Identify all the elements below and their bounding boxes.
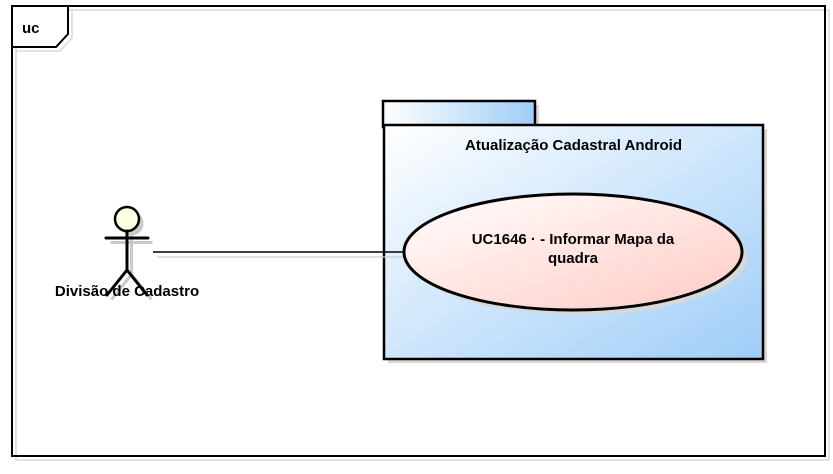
actor-right-leg-line [125, 268, 149, 297]
frame-shadow [15, 9, 830, 461]
usecase-label: UC1646 · - Informar Mapa da quadra [404, 230, 742, 268]
frame-type-label: uc [22, 20, 40, 37]
frame-tab [11, 5, 69, 48]
actor-icon [104, 205, 150, 297]
actor-left-leg-line [105, 268, 129, 297]
package-tab [381, 99, 537, 129]
actor-label: Divisão de Cadastro [54, 283, 200, 300]
usecase-ellipse [402, 192, 744, 312]
actor-head-icon [113, 205, 141, 233]
usecase-label-line1: UC1646 · - Informar Mapa da [471, 231, 675, 248]
package-title: Atualização Cadastral Android [465, 137, 682, 154]
diagram-frame [11, 5, 826, 457]
usecase-label-line2: quadra [547, 250, 598, 267]
